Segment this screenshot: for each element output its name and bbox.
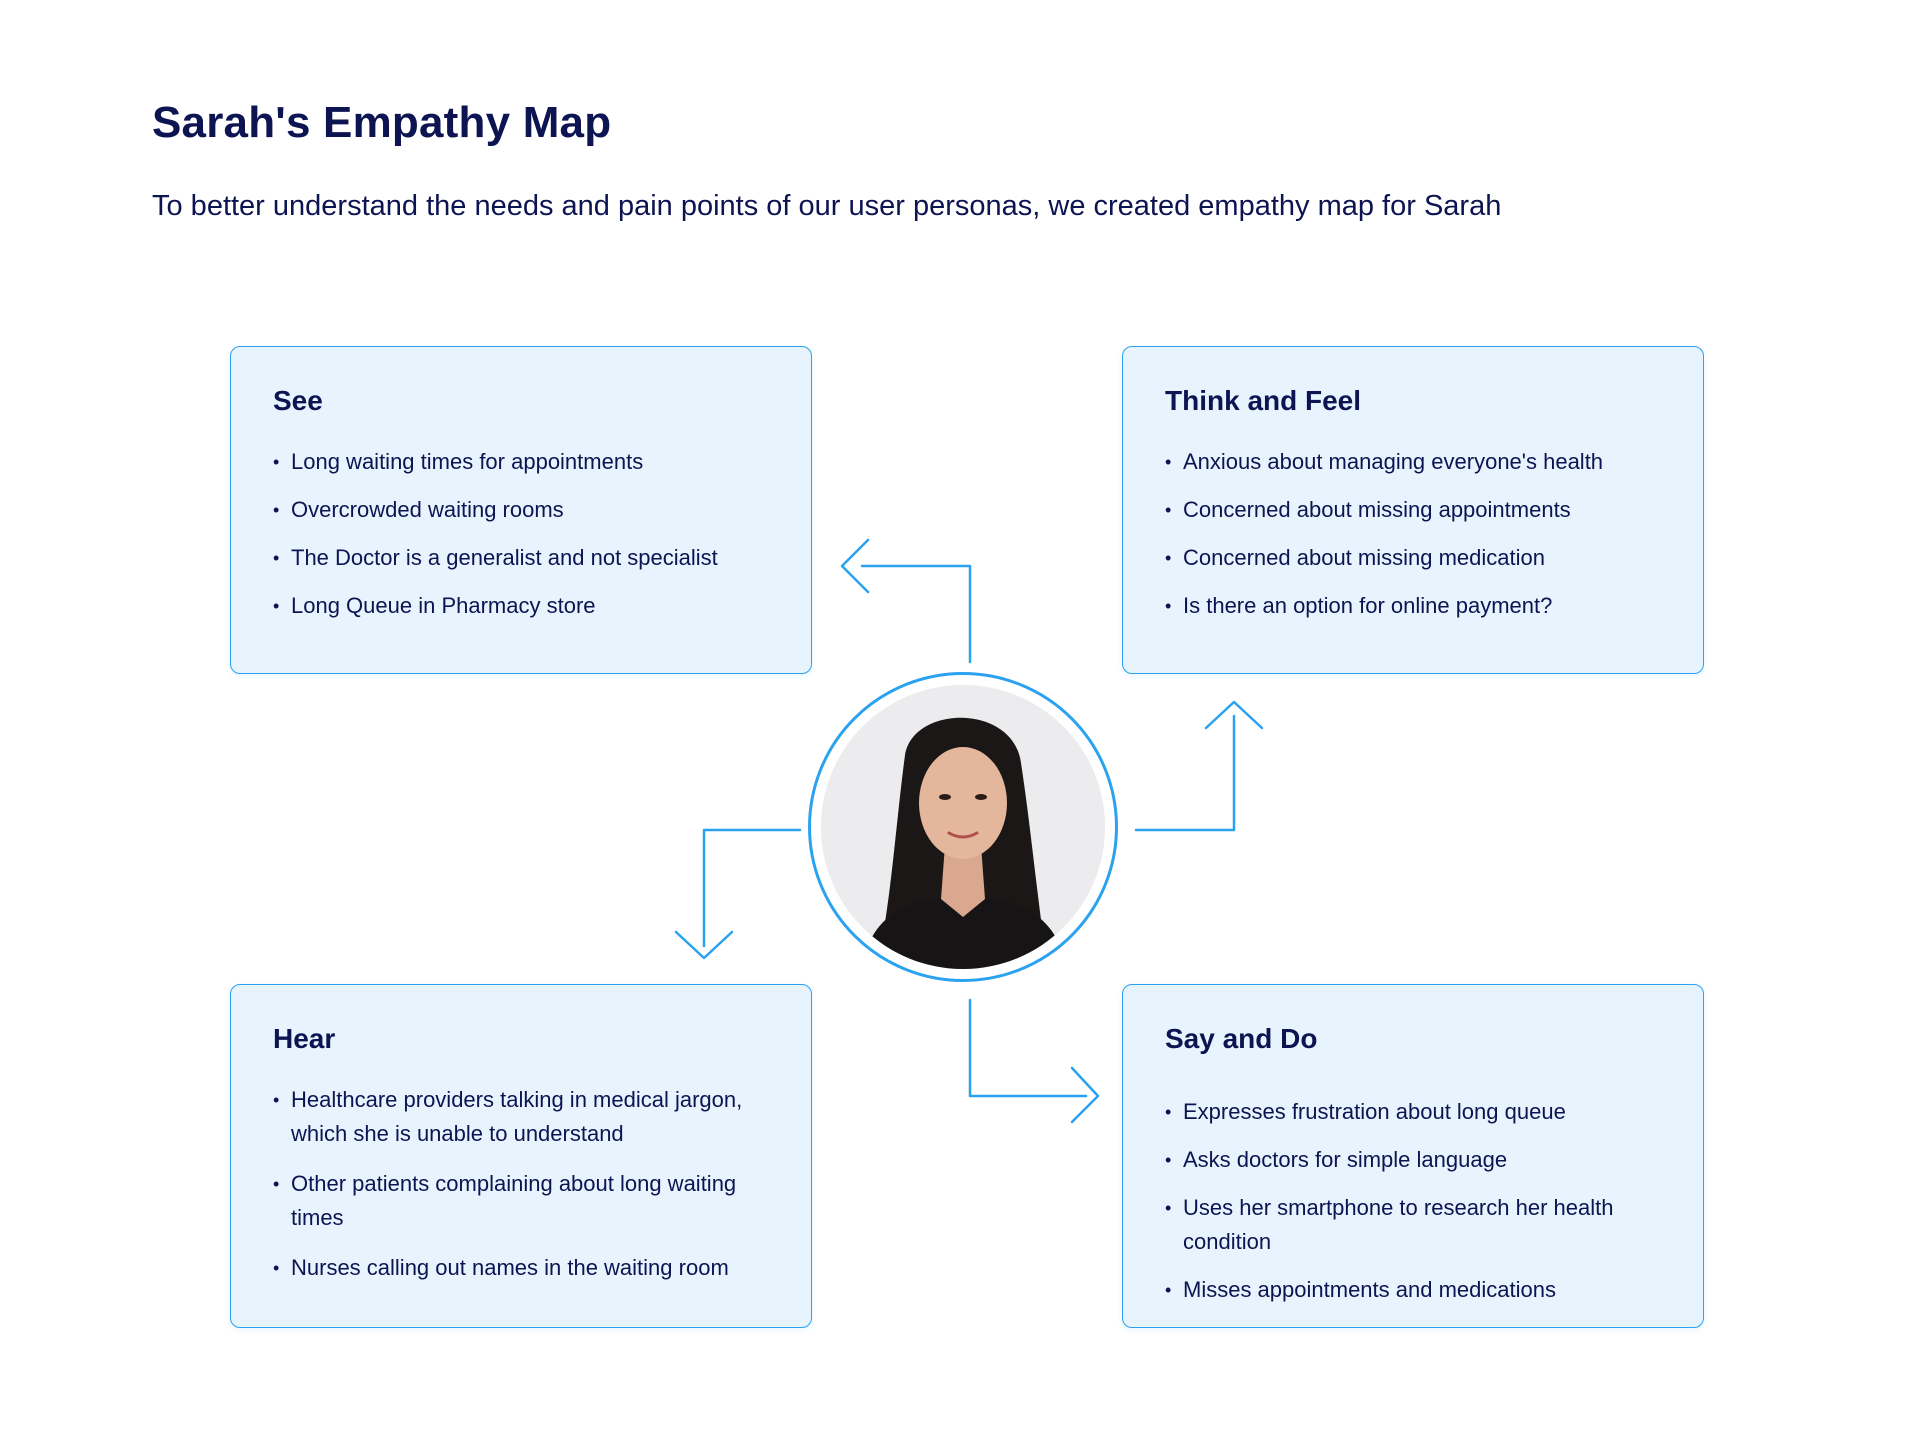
- arrow-to-hear: [702, 828, 802, 948]
- list-item: Long Queue in Pharmacy store: [273, 589, 791, 623]
- list-item: Overcrowded waiting rooms: [273, 493, 791, 527]
- quadrant-see-list: Long waiting times for appointments Over…: [273, 445, 791, 637]
- arrow-to-see: [860, 564, 972, 664]
- quadrant-see-title: See: [273, 385, 323, 416]
- quadrant-think-feel-list: Anxious about managing everyone's health…: [1165, 445, 1683, 637]
- list-item: Misses appointments and medications: [1165, 1273, 1683, 1307]
- quadrant-hear: Hear Healthcare providers talking in med…: [230, 984, 812, 1328]
- list-item: Expresses frustration about long queue: [1165, 1095, 1683, 1129]
- quadrant-say-do-list: Expresses frustration about long queue A…: [1165, 1095, 1683, 1321]
- arrow-to-say-do: [968, 998, 1088, 1098]
- list-item: Concerned about missing appointments: [1165, 493, 1683, 527]
- persona-photo-icon: [821, 685, 1105, 969]
- quadrant-hear-title: Hear: [273, 1023, 336, 1054]
- list-item: Asks doctors for simple language: [1165, 1143, 1683, 1177]
- list-item: Is there an option for online payment?: [1165, 589, 1683, 623]
- quadrant-see: See Long waiting times for appointments …: [230, 346, 812, 674]
- list-item: Other patients complaining about long wa…: [273, 1167, 791, 1235]
- page-subtitle: To better understand the needs and pain …: [152, 190, 1502, 222]
- page-title: Sarah's Empathy Map: [152, 98, 612, 147]
- persona-avatar: [808, 672, 1118, 982]
- list-item: Uses her smartphone to research her heal…: [1165, 1191, 1683, 1259]
- quadrant-think-feel-title: Think and Feel: [1165, 385, 1362, 416]
- quadrant-say-do: Say and Do Expresses frustration about l…: [1122, 984, 1704, 1328]
- list-item: The Doctor is a generalist and not speci…: [273, 541, 791, 575]
- list-item: Anxious about managing everyone's health: [1165, 445, 1683, 479]
- quadrant-hear-list: Healthcare providers talking in medical …: [273, 1083, 791, 1301]
- list-item: Concerned about missing medication: [1165, 541, 1683, 575]
- list-item: Nurses calling out names in the waiting …: [273, 1251, 791, 1285]
- quadrant-think-feel: Think and Feel Anxious about managing ev…: [1122, 346, 1704, 674]
- list-item: Long waiting times for appointments: [273, 445, 791, 479]
- arrow-to-think-feel: [1134, 714, 1236, 832]
- list-item: Healthcare providers talking in medical …: [273, 1083, 791, 1151]
- quadrant-say-do-title: Say and Do: [1165, 1023, 1318, 1054]
